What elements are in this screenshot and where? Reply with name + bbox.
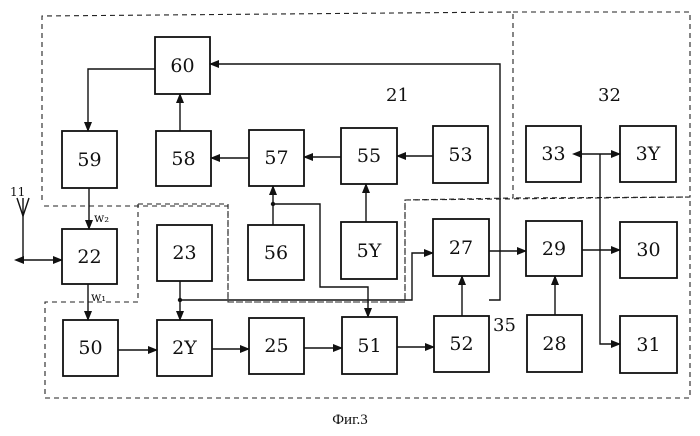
block-57-label: 57 <box>264 147 288 169</box>
block-56-label: 56 <box>264 242 288 264</box>
block-51: 51 <box>342 317 397 374</box>
block-59: 59 <box>62 131 117 188</box>
block-24-label: 2Y <box>172 337 197 359</box>
junction-dot-2 <box>271 202 275 206</box>
signal-w1-label: w₁ <box>91 290 106 304</box>
block-27-label: 27 <box>449 237 473 259</box>
block-54-label: 5Y <box>357 240 382 262</box>
block-34: 3Y <box>620 126 676 182</box>
block-50-label: 50 <box>78 337 102 359</box>
block-23-label: 23 <box>172 242 196 264</box>
block-27: 27 <box>433 219 489 276</box>
antenna-label: 11 <box>10 185 25 199</box>
block-31: 31 <box>620 316 677 373</box>
block-60: 60 <box>155 37 210 94</box>
group-21-label: 21 <box>386 85 409 106</box>
block-25: 25 <box>249 318 304 374</box>
block-55-label: 55 <box>357 145 381 167</box>
block-22: 22 <box>62 229 117 284</box>
block-60-label: 60 <box>170 55 194 77</box>
block-54: 5Y <box>341 222 397 279</box>
block-30: 30 <box>620 222 677 278</box>
block-50: 50 <box>63 320 118 376</box>
block-52: 52 <box>434 316 489 372</box>
block-25-label: 25 <box>264 335 288 357</box>
signal-w2-label: w₂ <box>94 211 109 225</box>
block-55: 55 <box>341 128 397 184</box>
block-28: 28 <box>527 315 582 372</box>
block-58: 58 <box>156 131 211 186</box>
block-33-label: 33 <box>541 143 565 165</box>
block-33: 33 <box>526 126 581 182</box>
wire-60-to-59 <box>88 69 155 131</box>
block-51-label: 51 <box>357 335 381 357</box>
block-52-label: 52 <box>449 333 473 355</box>
block-58-label: 58 <box>171 148 195 170</box>
wire-29-to-31 <box>600 250 620 344</box>
block-59-label: 59 <box>77 149 101 171</box>
block-31-label: 31 <box>636 334 660 356</box>
block-29: 29 <box>526 221 582 276</box>
block-30-label: 30 <box>636 239 660 261</box>
block-57: 57 <box>249 130 304 186</box>
block-23: 23 <box>157 225 212 281</box>
block-24: 2Y <box>157 320 212 376</box>
block-29-label: 29 <box>542 238 566 260</box>
junction-dot-1 <box>178 298 182 302</box>
block-28-label: 28 <box>542 333 566 355</box>
group-35-label: 35 <box>493 315 516 336</box>
block-56: 56 <box>248 225 304 280</box>
group-32-label: 32 <box>598 85 621 106</box>
block-34-label: 3Y <box>636 143 661 165</box>
block-53-label: 53 <box>448 144 472 166</box>
connections <box>17 64 620 350</box>
figure-caption: Фиг.3 <box>0 412 700 429</box>
block-53: 53 <box>433 126 488 183</box>
block-22-label: 22 <box>77 246 101 268</box>
